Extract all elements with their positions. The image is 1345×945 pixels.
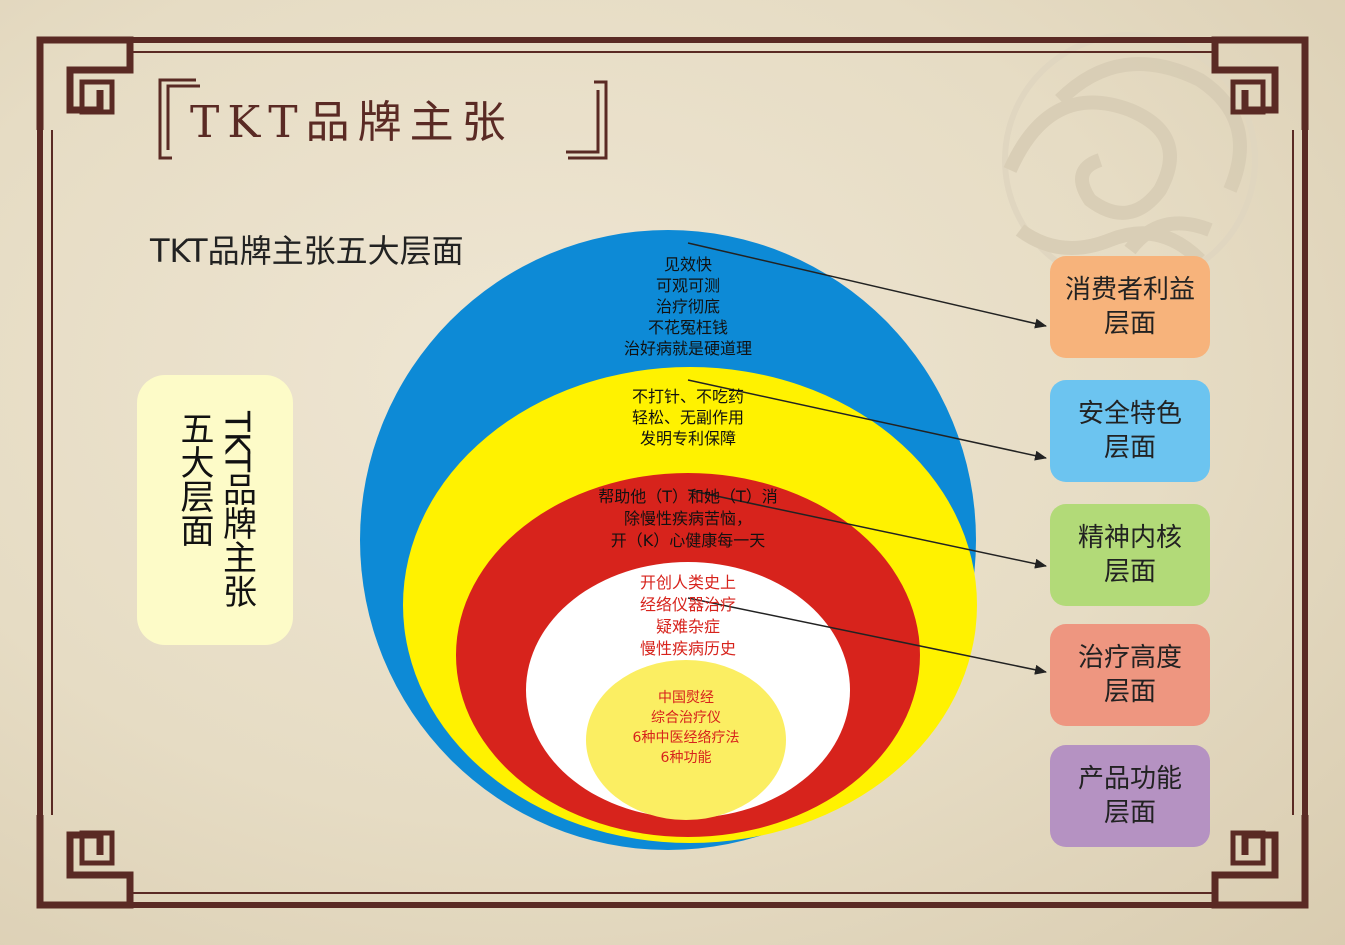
ring-text-treatment-height: 开创人类史上 经络仪器治疗 疑难杂症 慢性疾病历史 (639, 573, 736, 658)
arrow-safety (687, 379, 1047, 461)
page-title: TKT品牌主张 (160, 78, 544, 158)
ring-text-safety: 不打针、不吃药 轻松、无副作用 发明专利保障 (631, 387, 744, 448)
title-brackets (158, 78, 608, 160)
corner-ornament-br (1211, 815, 1309, 909)
diagram-subtitle: TKT品牌主张五大层面 (150, 232, 464, 270)
corner-ornament-bl (36, 815, 134, 909)
ring-text-consumer-benefit: 见效快 可观可测 治疗彻底 不花冤枉钱 治好病就是硬道理 (623, 255, 752, 358)
layer-card-spirit-core: 精神内核 层面 (1050, 504, 1210, 606)
corner-ornament-tl (36, 36, 134, 130)
side-label-text: TKT品牌主张 五大层面 (174, 411, 257, 609)
border-frame (37, 37, 1308, 908)
arrow-consumer-benefit (687, 242, 1047, 329)
ring-product-function (586, 660, 786, 820)
title-text: TKT品牌主张 (190, 97, 514, 148)
layer-card-safety: 安全特色 层面 (1050, 380, 1210, 482)
side-label-card: TKT品牌主张 五大层面 (137, 375, 293, 645)
corner-ornament-tr (1211, 36, 1309, 130)
arrow-spirit-core (687, 489, 1047, 569)
layer-card-product-function: 产品功能 层面 (1050, 745, 1210, 847)
layer-card-consumer-benefit: 消费者利益 层面 (1050, 256, 1210, 358)
layer-card-treatment-height: 治疗高度 层面 (1050, 624, 1210, 726)
connector-arrows (687, 242, 1047, 675)
ring-text-spirit-core: 帮助他（T）和她（T）消 除慢性疾病苦恼， 开（K）心健康每一天 (598, 487, 778, 550)
ring-text-product-function: 中国熨经 综合治疗仪 6种中医经络疗法 6种功能 (632, 690, 740, 766)
arrow-treatment-height (687, 597, 1047, 675)
